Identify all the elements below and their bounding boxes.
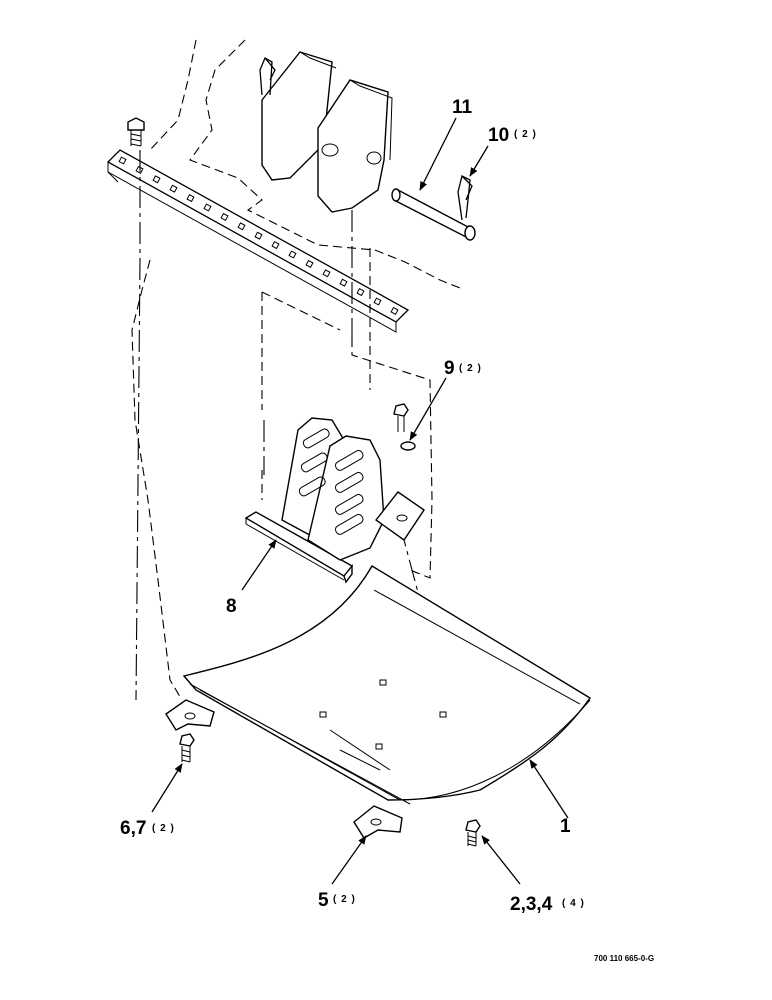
callout-5: 5	[318, 890, 329, 911]
callout-8: 8	[226, 596, 237, 617]
bar-perforation	[271, 241, 280, 250]
leader-arrows	[151, 117, 569, 885]
bolt-part-6-7	[179, 733, 195, 763]
perforated-bar	[106, 149, 410, 333]
bolt-washer-part-9	[393, 403, 416, 451]
pin-part-11	[391, 188, 476, 241]
bar-perforation	[305, 259, 314, 268]
shield-part-1	[182, 565, 592, 805]
hairpin-clip-part-10	[457, 175, 473, 221]
callout-6-7-qty: ( 2 )	[152, 823, 175, 834]
bar-perforation	[390, 306, 399, 315]
callout-10-qty: ( 2 )	[514, 129, 537, 140]
bolt-part-2-3-4	[465, 819, 481, 847]
hairpin-clip-top	[259, 57, 276, 96]
bar-perforation	[373, 297, 382, 306]
callout-2-3-4-qty: ( 4 )	[562, 898, 585, 909]
bar-perforation	[203, 203, 212, 212]
bar-perforation	[169, 184, 178, 193]
callout-10: 10	[488, 125, 509, 146]
bar-perforation	[322, 269, 331, 278]
bar-perforation	[152, 175, 161, 184]
bar-perforation	[254, 231, 263, 240]
bar-perforation	[118, 156, 127, 165]
clip-left	[165, 699, 215, 731]
callout-5-qty: ( 2 )	[333, 894, 356, 905]
callout-11: 11	[452, 97, 473, 118]
hinge-bracket-front	[317, 79, 393, 213]
bar-perforation	[186, 194, 195, 203]
callout-2-3-4: 2,3,4	[510, 894, 553, 915]
clip-part-5	[353, 805, 403, 839]
bar-perforation	[135, 165, 144, 174]
frame-outline	[131, 39, 461, 701]
bar-perforation	[288, 250, 297, 259]
bar-perforation	[220, 212, 229, 221]
drawing-number: 700 110 665-0-G	[594, 954, 654, 963]
callout-9-qty: ( 2 )	[459, 363, 482, 374]
hanger-mount-part-8	[244, 417, 425, 584]
callout-1: 1	[560, 816, 571, 837]
callout-6-7: 6,7	[120, 818, 146, 839]
bar-perforation	[356, 288, 365, 297]
bar-perforation	[237, 222, 246, 231]
callout-9: 9	[444, 358, 455, 379]
bar-perforation	[339, 278, 348, 287]
carriage-bolt-top	[127, 117, 145, 147]
